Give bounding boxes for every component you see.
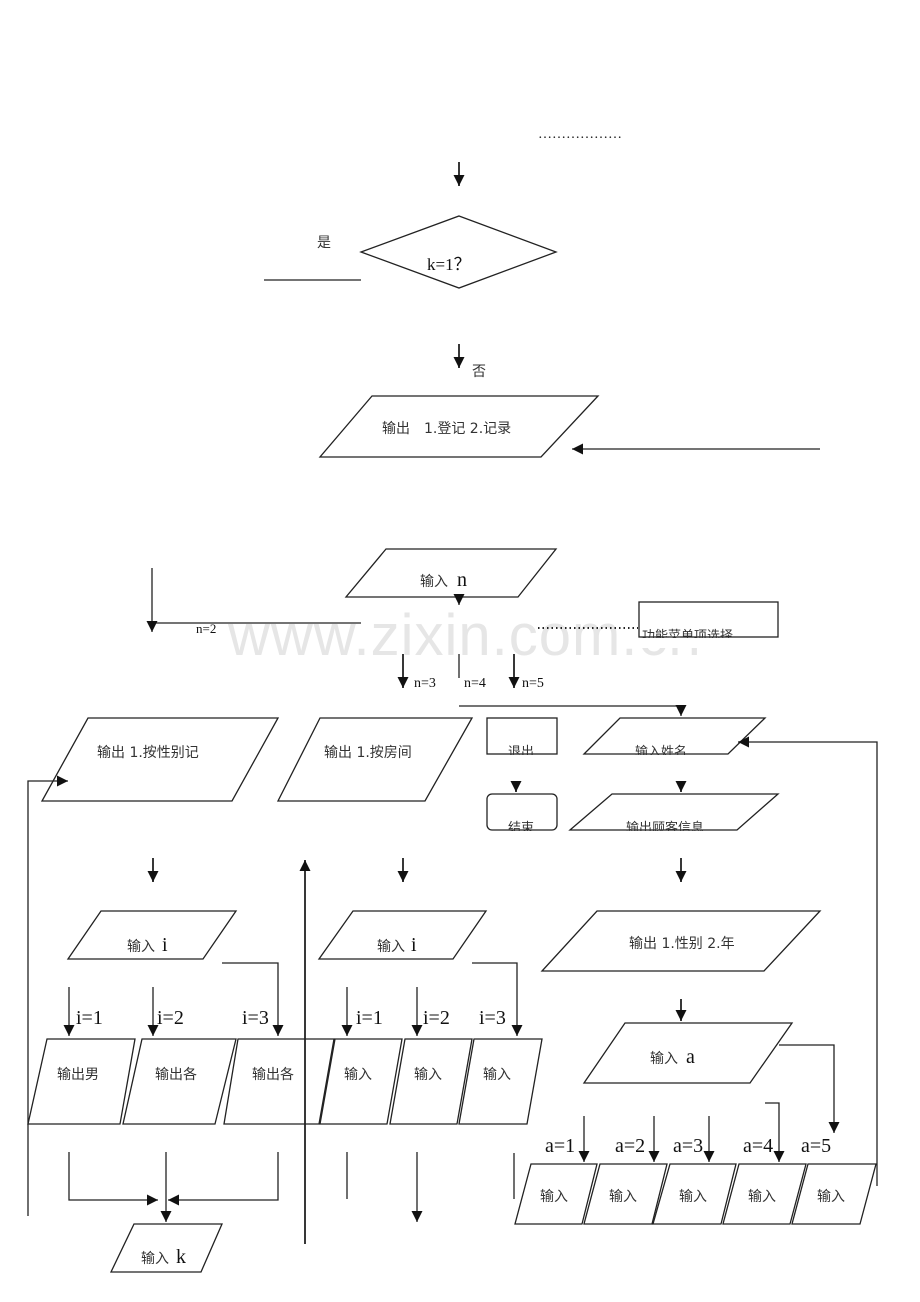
decision-label: k=1？: [427, 255, 471, 274]
input-a: [582, 1022, 794, 1084]
a-input-1-label: 输入: [540, 1189, 568, 1205]
a-input-5: [791, 1163, 877, 1225]
middle-i1-label: i=1: [356, 1007, 383, 1029]
a4-label: a=4: [743, 1135, 773, 1157]
output-customer-info: [568, 793, 780, 831]
main-menu-output-label: 输出 1.登记 2.记录: [382, 421, 511, 437]
end-terminal: [486, 793, 558, 831]
right-output-menu: [540, 910, 822, 972]
input-k-prefix: 输入: [141, 1251, 169, 1267]
middle-input-i-var: i: [411, 934, 417, 956]
a-input-2-label: 输入: [609, 1189, 637, 1205]
left-output-each-2: [223, 1038, 335, 1125]
a2-label: a=2: [615, 1135, 645, 1157]
a-input-5-label: 输入: [817, 1189, 845, 1205]
middle-output-menu-label: 输出 1.按房间: [324, 745, 412, 761]
a-input-4: [722, 1163, 807, 1225]
right-output-menu-label: 输出 1.性别 2.年: [629, 936, 735, 952]
left-merge-from-i3: [168, 1152, 279, 1206]
yes-label: 是: [317, 235, 331, 251]
main-menu-output: [318, 395, 600, 458]
a-input-3: [652, 1163, 737, 1225]
input-k: [109, 1223, 223, 1273]
left-output-each-1: [122, 1038, 237, 1125]
left-output-male: [27, 1038, 136, 1125]
left-output-each-1-label: 输出各: [155, 1067, 197, 1083]
input-name: [582, 717, 767, 755]
middle-output-menu: [276, 717, 474, 802]
middle-input-3-label: 输入: [483, 1067, 511, 1083]
middle-input-1: [319, 1038, 403, 1125]
exit-box: [486, 717, 558, 755]
left-input-i: [66, 910, 238, 960]
input-n: [344, 548, 558, 598]
left-output-each-2-label: 输出各: [252, 1067, 294, 1083]
no-label: 否: [472, 364, 486, 380]
a4-arrow: [765, 1102, 785, 1162]
left-output-menu-label: 输出 1.按性别记: [97, 745, 199, 761]
right-loop-arrow: [738, 736, 878, 1186]
a-input-1: [514, 1163, 598, 1225]
middle-input-1-label: 输入: [344, 1067, 372, 1083]
input-a-prefix: 输入: [650, 1051, 678, 1067]
n4-connector: [459, 705, 687, 716]
left-merge-from-i1: [68, 1152, 158, 1206]
n3-label: n=3: [414, 676, 436, 691]
left-input-i-prefix: 输入: [127, 939, 155, 955]
left-loop-arrow: [27, 775, 68, 1216]
middle-input-2-label: 输入: [414, 1067, 442, 1083]
left-input-i-var: i: [162, 934, 168, 956]
left-i3-label: i=3: [242, 1007, 269, 1029]
middle-input-i: [317, 910, 488, 960]
left-output-menu: [40, 717, 280, 802]
n4-label: n=4: [464, 676, 486, 691]
n2-label: n=2: [196, 621, 216, 636]
watermark: www.zixin.com.cn: [227, 603, 702, 668]
left-i3-connector: [222, 962, 284, 1036]
a-input-2: [583, 1163, 668, 1225]
input-k-var: k: [176, 1246, 186, 1268]
middle-input-2: [389, 1038, 473, 1125]
a1-label: a=1: [545, 1135, 575, 1157]
a-input-3-label: 输入: [679, 1189, 707, 1205]
input-n-var: n: [457, 569, 467, 591]
left-output-male-label: 输出男: [57, 1067, 99, 1083]
a5-connector: [779, 1044, 840, 1133]
decision-k-equals-1: [359, 215, 558, 289]
n5-label: n=5: [522, 676, 544, 691]
left-i2-label: i=2: [157, 1007, 184, 1029]
menu-note-box: [638, 601, 779, 638]
input-n-prefix: 输入: [420, 574, 448, 590]
a5-label: a=5: [801, 1135, 831, 1157]
middle-input-i-prefix: 输入: [377, 939, 405, 955]
input-a-var: a: [686, 1046, 695, 1068]
a-input-4-label: 输入: [748, 1189, 776, 1205]
a3-label: a=3: [673, 1135, 703, 1157]
middle-i3-label: i=3: [479, 1007, 506, 1029]
top-ellipsis: ………………: [538, 127, 622, 142]
middle-input-3: [458, 1038, 543, 1125]
middle-i3-connector: [472, 962, 523, 1036]
left-i1-label: i=1: [76, 1007, 103, 1029]
middle-i2-label: i=2: [423, 1007, 450, 1029]
